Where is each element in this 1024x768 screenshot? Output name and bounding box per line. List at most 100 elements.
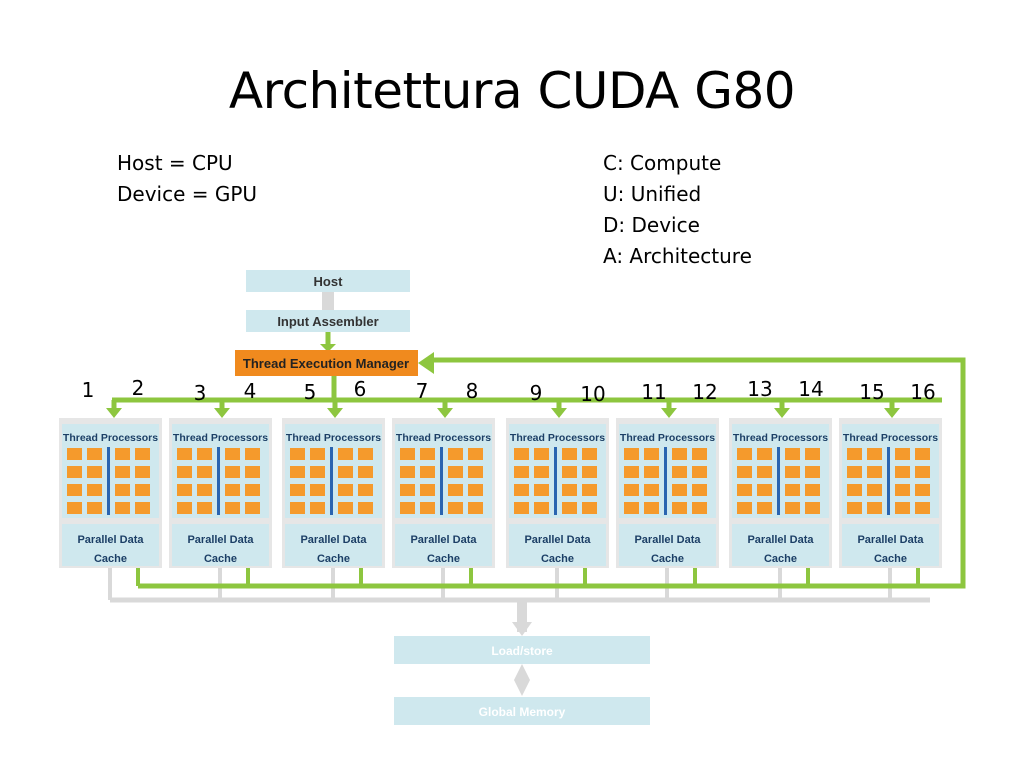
thread-processor-core [420,502,435,514]
thread-processor-core [67,502,82,514]
thread-processor-core [867,448,882,460]
thread-processor-core [805,466,820,478]
parallel-data-cache-label: Parallel Data [187,534,254,546]
thread-processor-core [915,448,930,460]
thread-processors-label: Thread Processors [733,432,828,444]
thread-processor-core [582,502,597,514]
thread-processors-label: Thread Processors [173,432,268,444]
thread-processor-core [692,484,707,496]
thread-processor-core [290,484,305,496]
thread-processor-core [867,484,882,496]
thread-processor-core [338,484,353,496]
thread-processor-core [562,448,577,460]
processor-number: 10 [580,382,605,406]
cache-label: Cache [541,553,574,565]
processor-number: 11 [641,380,666,404]
legend-architecture: A: Architecture [603,244,752,268]
thread-processor-core [468,466,483,478]
thread-processor-core [197,502,212,514]
feedback-loop-line [432,357,966,589]
parallel-data-cache-area [395,524,492,566]
thread-processor-core [87,466,102,478]
thread-processor-core [358,502,373,514]
thread-processor-core [400,448,415,460]
parallel-data-cache-label: Parallel Data [857,534,924,546]
thread-processor-core [225,484,240,496]
thread-processor-core [290,466,305,478]
legend-compute: C: Compute [603,151,722,175]
thread-processor-core [67,484,82,496]
thread-processor-core [400,484,415,496]
distribution-arrowhead [884,408,900,418]
thread-processor-core [895,502,910,514]
host-label: Host [314,274,344,289]
thread-processor-core [225,448,240,460]
distribution-arrowhead [214,408,230,418]
thread-processor-core [644,448,659,460]
input-assembler-box [246,310,410,332]
thread-processor-core [582,448,597,460]
thread-processor-core [310,484,325,496]
thread-processor-core [514,502,529,514]
processor-divider [664,447,667,515]
thread-processor-core [448,448,463,460]
thread-processor-core [624,502,639,514]
thread-processor-core [197,448,212,460]
thread-processor-core [757,484,772,496]
thread-processor-core [737,484,752,496]
thread-processor-core [225,502,240,514]
thread-processor-core [895,466,910,478]
thread-processor-core [420,448,435,460]
thread-processor-core [448,466,463,478]
thread-processor-core [400,502,415,514]
parallel-data-cache-area [842,524,939,566]
processor-number: 16 [910,380,935,404]
thread-processor-core [582,466,597,478]
thread-processor-core [197,466,212,478]
thread-processor-core [135,484,150,496]
thread-processor-core [847,448,862,460]
thread-processor-core [115,484,130,496]
parallel-data-cache-label: Parallel Data [634,534,701,546]
thread-processor-core [672,448,687,460]
thread-processor-core [135,502,150,514]
thread-processor-core [514,466,529,478]
thread-processor-core [448,484,463,496]
processor-divider [217,447,220,515]
thread-processor-core [67,448,82,460]
cache-label: Cache [317,553,350,565]
processor-number: 8 [466,379,479,403]
processor-divider [777,447,780,515]
processor-number: 12 [692,380,717,404]
input-assembler-label: Input Assembler [277,314,378,329]
thread-processor-core [177,502,192,514]
assembler-arrowhead [320,344,336,352]
parallel-data-cache-label: Parallel Data [410,534,477,546]
thread-processor-core [847,484,862,496]
processor-divider [330,447,333,515]
legend-device: Device = GPU [117,182,258,206]
thread-processor-core [692,466,707,478]
thread-processor-core [785,484,800,496]
load-store-box [394,636,650,664]
thread-processor-core [468,502,483,514]
parallel-data-cache-area [732,524,829,566]
thread-processor-core [338,502,353,514]
processor-divider [107,447,110,515]
processor-number: 13 [747,377,772,401]
thread-processor-core [867,502,882,514]
cache-label: Cache [427,553,460,565]
thread-processor-core [310,502,325,514]
thread-processor-core [534,448,549,460]
parallel-data-cache-label: Parallel Data [300,534,367,546]
distribution-arrowhead [106,408,122,418]
thread-processor-core [135,466,150,478]
thread-processor-core [757,502,772,514]
legend-unified: U: Unified [603,182,702,206]
thread-processor-core [177,448,192,460]
